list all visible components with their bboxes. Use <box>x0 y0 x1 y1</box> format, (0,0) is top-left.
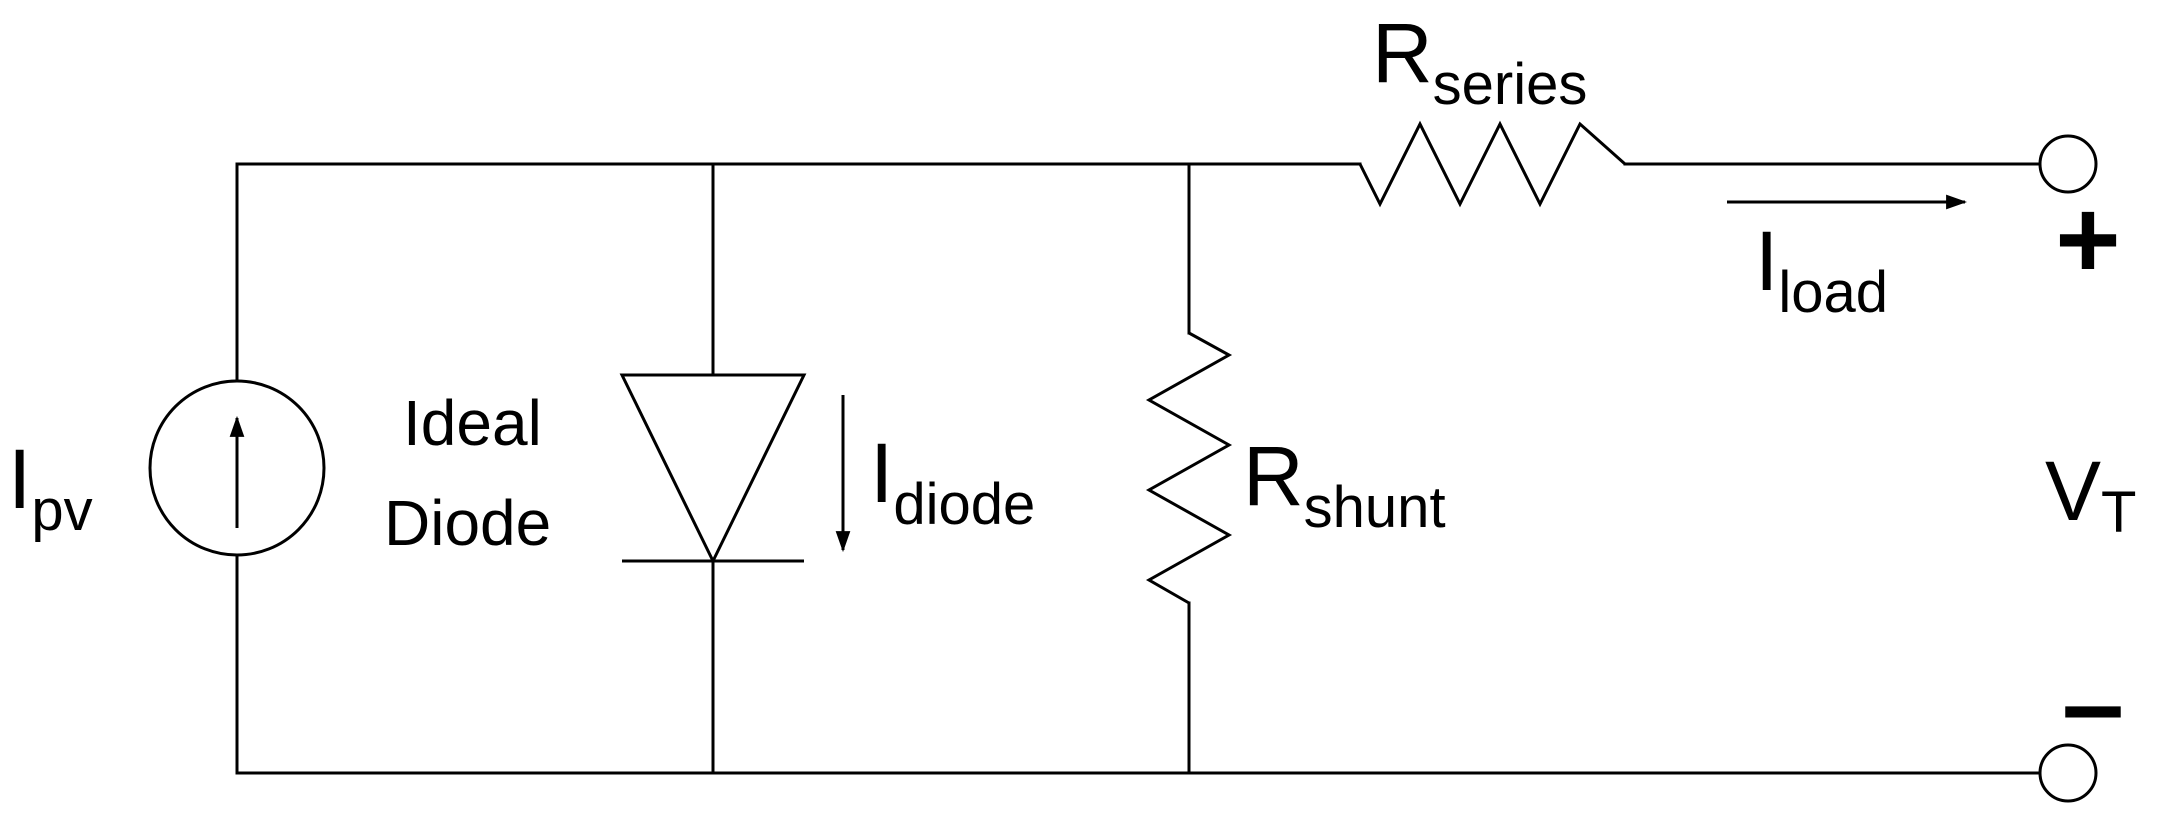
plus-sign: + <box>2055 177 2120 302</box>
ideal-diode <box>619 373 807 565</box>
wiring <box>235 162 2042 775</box>
shunt-resistor <box>1145 331 1233 605</box>
v-t-subscript: T <box>2101 480 2136 545</box>
negative-terminal <box>2038 743 2098 803</box>
ideal-diode-label-line2: Diode <box>384 487 551 559</box>
i-diode-subscript: diode <box>893 472 1035 537</box>
series-resistor <box>1358 120 1626 208</box>
i-load-label: Iload <box>1755 214 1888 325</box>
r-shunt-main: R <box>1243 429 1304 523</box>
current-source-circle <box>148 379 326 557</box>
i-load-subscript: load <box>1778 260 1888 325</box>
i-pv-subscript: pv <box>31 478 92 543</box>
current-source <box>148 379 326 557</box>
r-series-main: R <box>1372 6 1433 100</box>
i-load-main: I <box>1755 214 1778 308</box>
i-diode-label: Idiode <box>870 426 1035 537</box>
diode-triangle <box>619 373 807 565</box>
i-diode-main: I <box>870 426 893 520</box>
v-t-main: V <box>2045 444 2101 538</box>
positive-terminal <box>2038 134 2098 194</box>
r-series-label: Rseries <box>1372 6 1587 117</box>
r-shunt-subscript: shunt <box>1304 475 1446 540</box>
i-pv-label: Ipv <box>8 432 93 543</box>
i-pv-main: I <box>8 432 31 526</box>
r-series-subscript: series <box>1433 52 1588 117</box>
r-shunt-label: Rshunt <box>1243 429 1446 540</box>
minus-sign: – <box>2062 641 2124 766</box>
ideal-diode-label-line1: Ideal <box>403 387 542 459</box>
v-t-label: VT <box>2045 444 2136 545</box>
